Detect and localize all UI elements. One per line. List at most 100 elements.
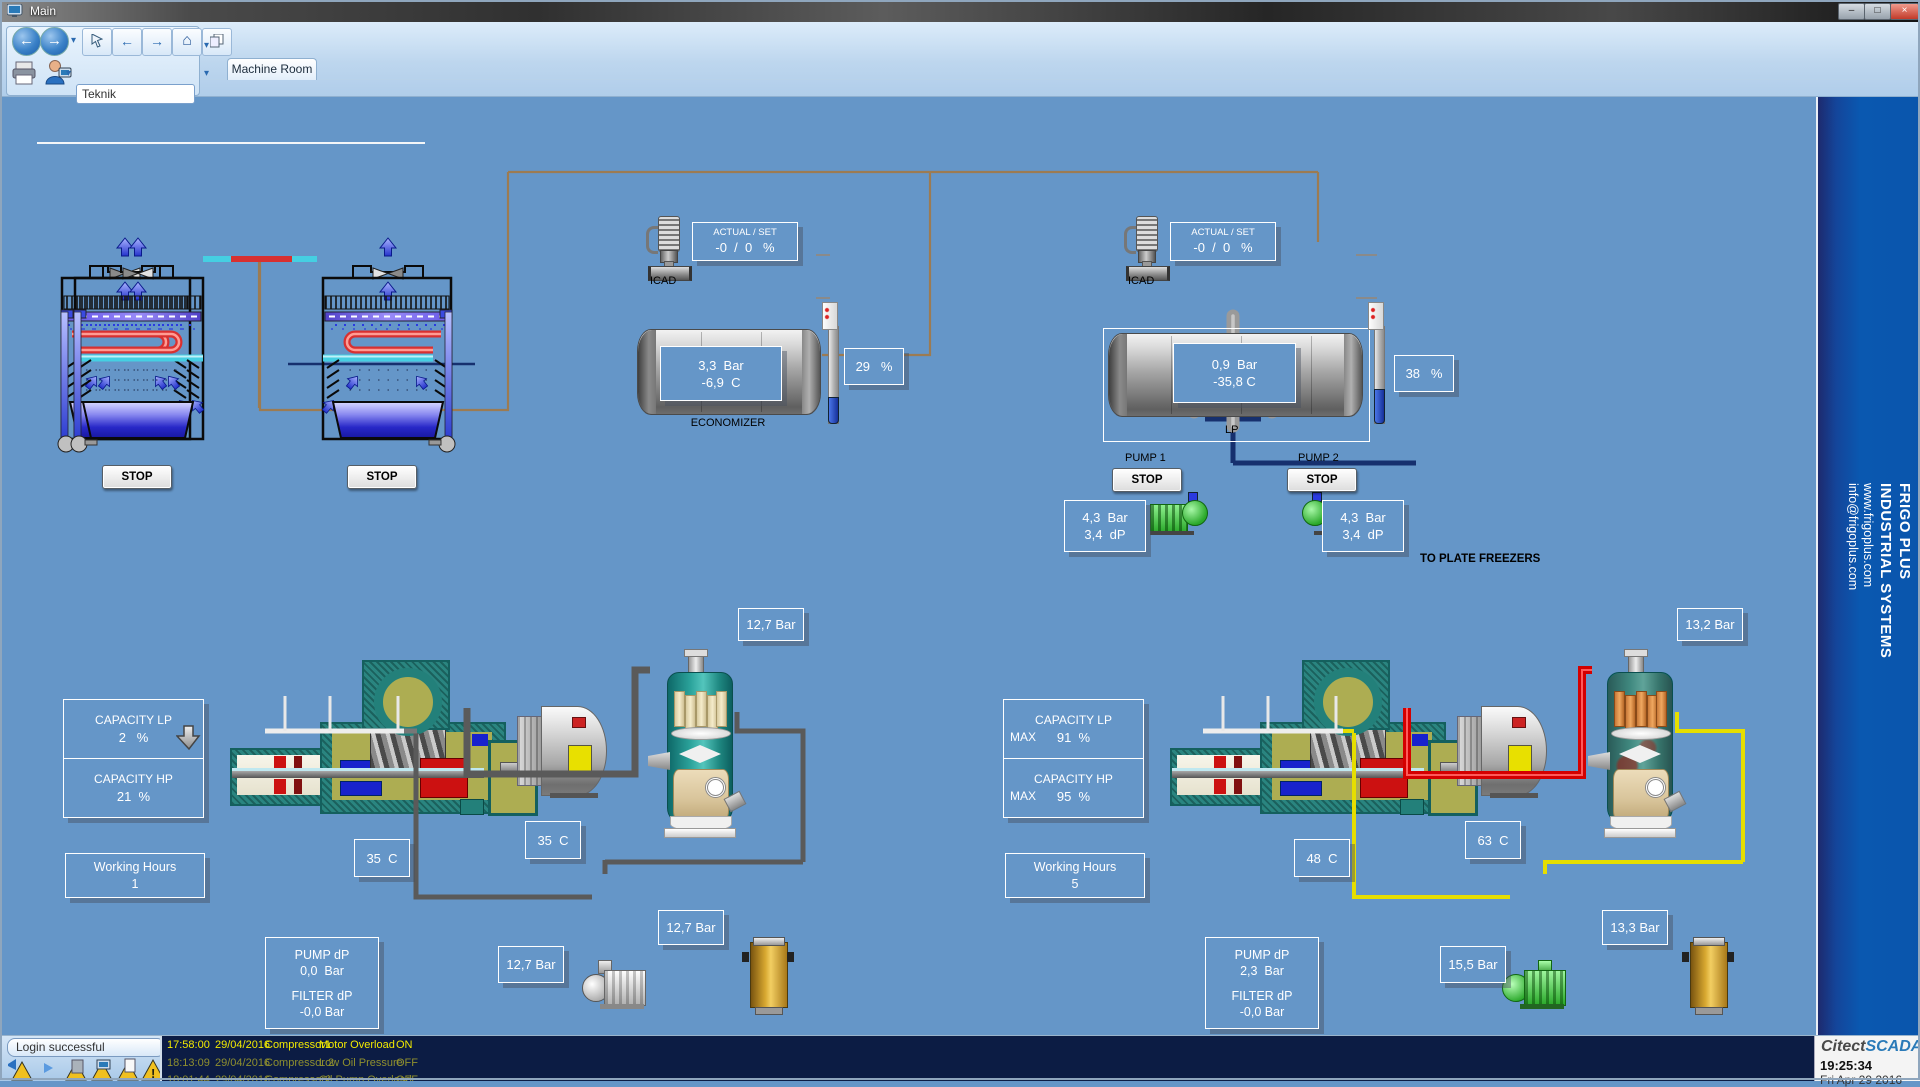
- comp2-oil-pressure-box: 13,3 Bar: [1602, 910, 1668, 945]
- condenser-2-stop-button[interactable]: STOP: [347, 465, 417, 489]
- to-plate-freezers-label: TO PLATE FREEZERS: [1420, 553, 1541, 565]
- comp1-oil-pump: [580, 960, 646, 1012]
- economizer-level-box: 29 %: [844, 348, 904, 385]
- back-icon[interactable]: ←: [12, 27, 41, 56]
- economizer-right-cap: [802, 330, 820, 414]
- icad-valve-2: [1124, 214, 1170, 282]
- home-icon[interactable]: ⌂: [172, 28, 202, 56]
- comp2-flange: [1588, 752, 1610, 770]
- lp-pump-1: [1148, 488, 1208, 538]
- print-icon[interactable]: [12, 60, 38, 86]
- comp1-oil-filter: [742, 937, 794, 1015]
- user-input[interactable]: [76, 84, 195, 104]
- tab-machine-room[interactable]: Machine Room: [227, 58, 317, 80]
- comp1-suction-oil-box: 12,7 Bar: [498, 946, 564, 983]
- status-right-panel: CitectSCADA 19:25:34 Fri Apr 29 2016: [1814, 1036, 1920, 1087]
- app-icon: [7, 4, 23, 17]
- alarm-toolbar-icons[interactable]: !: [4, 1058, 160, 1081]
- citect-scada-logo: CitectSCADA: [1821, 1038, 1920, 1055]
- pump-2-label: PUMP 2: [1298, 452, 1339, 464]
- lp-label: LP: [1225, 424, 1239, 436]
- economizer-level-fill: [828, 397, 839, 424]
- comp2-max-lp: MAX: [1010, 730, 1037, 744]
- window-titlebar: Main – □ ×: [0, 0, 1920, 22]
- comp1-discharge-pressure-box: 12,7 Bar: [738, 608, 804, 641]
- comp2-motor: [1481, 706, 1547, 796]
- pump-1-label: PUMP 1: [1125, 452, 1166, 464]
- scada-main-view: ICAD ICAD ACTUAL / SET-0 / 0 % ACTUAL / …: [0, 96, 1816, 1035]
- login-status: Login successful: [7, 1038, 165, 1057]
- icad-1-label: ICAD: [650, 275, 677, 287]
- forward-icon[interactable]: →: [40, 27, 69, 56]
- banner-links: www.frigoplus.com info@frigoplus.com: [1846, 483, 1875, 591]
- banner-company: FRIGO PLUS INDUSTRIAL SYSTEMS: [1877, 483, 1913, 659]
- nav-dropdown-icon[interactable]: ▾: [71, 35, 77, 46]
- comp2-oil-filter: [1682, 937, 1734, 1015]
- minimize-button[interactable]: –: [1838, 3, 1865, 20]
- lp-left-cap: [1109, 334, 1127, 416]
- page-back-icon[interactable]: ←: [112, 28, 142, 56]
- page-forward-icon[interactable]: →: [142, 28, 172, 56]
- tabstrip-dropdown-icon[interactable]: ▾: [204, 40, 210, 51]
- svg-text:!: !: [151, 1066, 155, 1081]
- comp2-separator: [1607, 672, 1673, 824]
- maximize-button[interactable]: □: [1864, 3, 1891, 20]
- icad-2-actual-set-box: ACTUAL / SET-0 / 0 %: [1170, 222, 1276, 261]
- lp-value-box: 0,9 Bar-35,8 C: [1173, 343, 1296, 403]
- comp2-discharge-temp-box: 63 C: [1465, 821, 1521, 859]
- icad-valve-1: [646, 214, 692, 282]
- comp2-max-hp: MAX: [1010, 789, 1037, 803]
- comp2-oil-temp-box: 48 C: [1294, 839, 1350, 877]
- lp-level-box: 38 %: [1394, 355, 1454, 392]
- select-cursor-icon[interactable]: [82, 28, 112, 56]
- clock-time: 19:25:34: [1820, 1058, 1873, 1073]
- comp1-oil-temp-box: 35 C: [354, 839, 410, 877]
- brand-banner: FRIGO PLUS INDUSTRIAL SYSTEMS www.frigop…: [1816, 96, 1920, 1035]
- comp1-oil-pressure-box: 12,7 Bar: [658, 910, 724, 945]
- close-button[interactable]: ×: [1890, 3, 1919, 20]
- window-title: Main: [30, 4, 57, 18]
- comp1-separator: [667, 672, 733, 824]
- icad-1-actual-set-box: ACTUAL / SET-0 / 0 %: [692, 222, 798, 261]
- comp1-motor: [541, 706, 607, 796]
- lp-outline: [1103, 328, 1370, 442]
- comp2-discharge-pressure-box: 13,2 Bar: [1677, 608, 1743, 641]
- comp1-flange: [648, 752, 670, 770]
- pump-2-stop-button[interactable]: STOP: [1287, 468, 1357, 492]
- capacity-down-arrow-icon: [176, 725, 201, 751]
- comp2-oil-pump: [1500, 960, 1566, 1012]
- lp-level-fill: [1374, 389, 1385, 424]
- lp-level-sensor: [1368, 302, 1384, 330]
- tabstrip-line: [200, 79, 1916, 80]
- clock-date: Fri Apr 29 2016: [1820, 1073, 1903, 1087]
- economizer-value-box: 3,3 Bar-6,9 C: [660, 346, 782, 401]
- economizer-label: ECONOMIZER: [690, 417, 766, 429]
- user-icon[interactable]: [44, 58, 72, 86]
- pages-icon[interactable]: [202, 28, 232, 56]
- condenser-1-stop-button[interactable]: STOP: [102, 465, 172, 489]
- user-dropdown-icon[interactable]: ▾: [66, 68, 72, 79]
- economizer-left-cap: [638, 330, 656, 414]
- compressor-1-graphic: [220, 644, 840, 914]
- lp-right-cap: [1344, 334, 1362, 416]
- economizer-level-sensor: [822, 302, 838, 330]
- condenser-1-and-2: [57, 216, 510, 506]
- comp1-discharge-temp-box: 35 C: [525, 821, 581, 859]
- icad-2-label: ICAD: [1128, 275, 1155, 287]
- toolbar-dropdown-icon[interactable]: ▾: [204, 68, 210, 79]
- status-left-panel: Login successful !: [0, 1036, 165, 1081]
- pipes-over: [265, 666, 1745, 900]
- pump-1-stop-button[interactable]: STOP: [1112, 468, 1182, 492]
